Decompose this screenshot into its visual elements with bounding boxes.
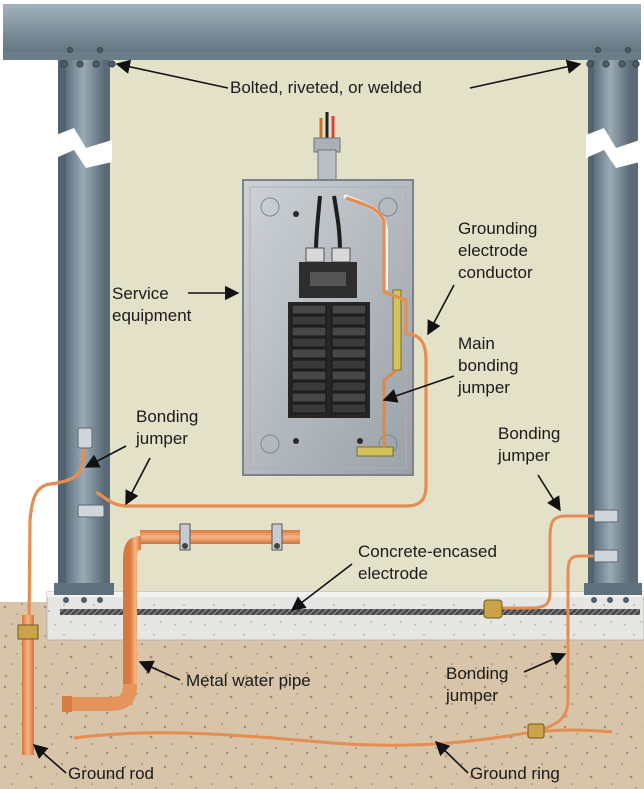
rebar-electrode [60, 609, 640, 615]
arrow-bonding-left-a [84, 445, 127, 468]
ground-rod-clamp [17, 624, 39, 640]
breaker [291, 403, 327, 414]
label-concrete-encased-electrode: Concrete-encased electrode [358, 542, 497, 583]
arrow-gec [427, 284, 455, 336]
base-bolts [63, 597, 629, 603]
rebar-clamp [483, 599, 503, 619]
concrete-foundation [46, 591, 644, 641]
arrow-bonding-right [537, 474, 561, 512]
ground-ring-wire [73, 728, 613, 747]
breaker [331, 348, 367, 359]
breaker [331, 392, 367, 403]
label-metal-water-pipe: Metal water pipe [186, 671, 311, 690]
label-ground-ring: Ground ring [470, 764, 560, 783]
right-column-lug-upper [593, 509, 619, 523]
left-column-lug-upper [77, 427, 93, 449]
arrow-bolted-left [115, 59, 229, 89]
arrow-main-bonding [382, 375, 455, 403]
label-service-equipment: Service equipment [112, 284, 192, 325]
breaker [331, 337, 367, 348]
breaker [291, 381, 327, 392]
label-main-bonding-jumper: Main bonding jumper [458, 334, 519, 397]
label-bolted: Bolted, riveted, or welded [230, 78, 422, 97]
breaker [331, 359, 367, 370]
left-column-lug-lower [77, 504, 105, 518]
lower-bonding-jumper-wire [539, 554, 606, 732]
breaker [291, 359, 327, 370]
ground-rod [22, 615, 34, 755]
right-bonding-jumper-wire [500, 514, 606, 610]
top-beam-flange [3, 52, 641, 60]
beam-bolts [60, 47, 640, 68]
top-beam [3, 4, 641, 56]
left-bonding-jumper-wire [26, 445, 86, 746]
service-panel [242, 179, 414, 476]
ground-ring-clamp [527, 723, 545, 739]
label-bonding-jumper-lower: Bonding jumper [446, 664, 509, 705]
breaker [291, 304, 327, 315]
label-bonding-jumper-left: Bonding jumper [136, 407, 199, 448]
breaker [331, 304, 367, 315]
breaker [291, 337, 327, 348]
breaker [331, 403, 367, 414]
main-bonding-jumper-wire [382, 368, 398, 448]
right-column-lug-lower [593, 549, 619, 563]
breaker [291, 326, 327, 337]
arrow-concrete [290, 563, 353, 611]
grounding-electrode-conductor-wire [95, 196, 428, 508]
arrow-bonding-left-b [125, 457, 151, 506]
breaker [331, 370, 367, 381]
leader-arrows [32, 59, 582, 774]
arrow-ground-ring [434, 740, 469, 774]
arrow-bolted-right [469, 59, 582, 89]
breaker [291, 370, 327, 381]
metal-water-pipe [62, 523, 300, 712]
arrow-bonding-lower [523, 652, 567, 673]
breaker [331, 315, 367, 326]
label-grounding-electrode-conductor: Grounding electrode conductor [458, 219, 538, 282]
label-ground-rod: Ground rod [68, 764, 154, 783]
branch-breakers [291, 304, 367, 414]
breaker [331, 381, 367, 392]
breaker [331, 326, 367, 337]
arrow-ground-rod [32, 744, 67, 774]
label-bonding-jumper-right: Bonding jumper [498, 424, 561, 465]
breaker [291, 315, 327, 326]
arrow-water-pipe [138, 660, 181, 681]
breaker [291, 348, 327, 359]
concrete-top-edge [47, 592, 644, 597]
right-column [584, 60, 642, 595]
breaker [291, 392, 327, 403]
